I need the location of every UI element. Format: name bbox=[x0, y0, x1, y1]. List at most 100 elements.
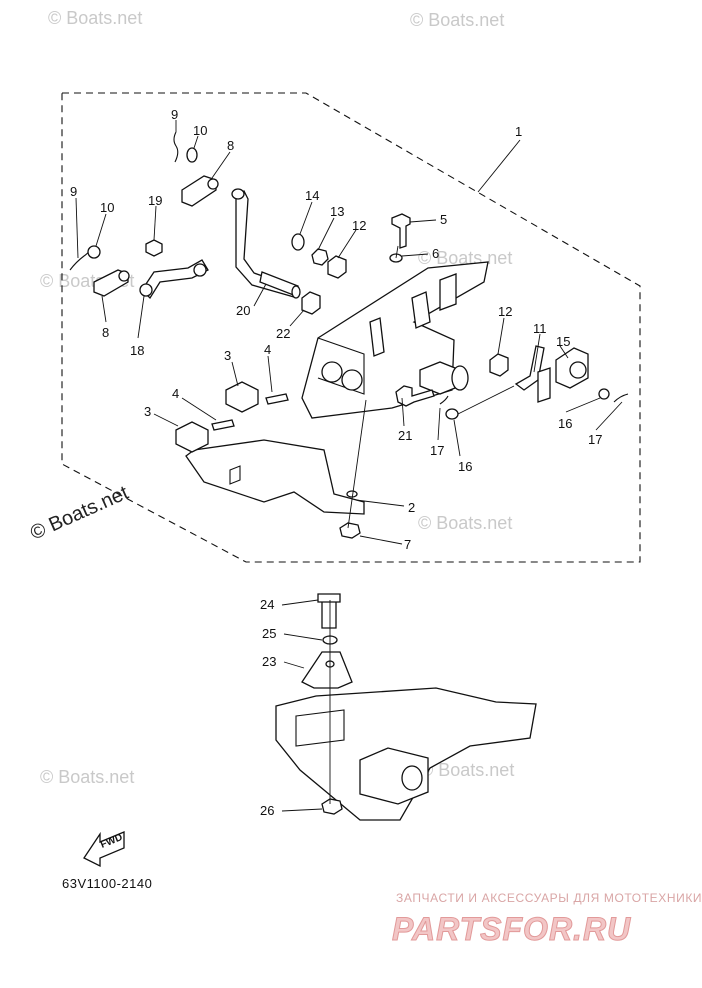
housing-port-1 bbox=[321, 361, 343, 383]
housing-front-face bbox=[317, 337, 365, 395]
diagram-code: 63V1100-2140 bbox=[62, 876, 152, 891]
leader-26 bbox=[281, 808, 323, 812]
callouts: 1 2 3 3 4 4 5 6 7 8 8 9 9 10 10 11 12 bbox=[70, 107, 623, 818]
callout-2: 2 bbox=[408, 500, 415, 515]
leader-4a bbox=[267, 355, 273, 393]
leader-10b bbox=[95, 213, 107, 247]
leader-6 bbox=[401, 253, 429, 257]
callout-16a: 16 bbox=[558, 416, 572, 431]
watermark-bottom-right: © Boats.net bbox=[420, 760, 514, 780]
leader-8b bbox=[101, 295, 107, 323]
pin-4-right bbox=[265, 393, 289, 405]
collar-12-right bbox=[489, 353, 509, 377]
lever-20-eye bbox=[231, 188, 245, 200]
callout-8a: 8 bbox=[227, 138, 234, 153]
leader-9b bbox=[75, 197, 79, 259]
callout-25: 25 bbox=[262, 626, 276, 641]
callout-1: 1 bbox=[515, 124, 522, 139]
watermark-layer: © Boats.net © Boats.net © Boats.net © Bo… bbox=[40, 8, 514, 787]
callout-15: 15 bbox=[556, 334, 570, 349]
lower-bracket-slot bbox=[295, 709, 345, 747]
nut-13 bbox=[311, 248, 329, 266]
housing-cam-hub bbox=[451, 365, 469, 391]
leader-16b bbox=[453, 419, 461, 457]
callout-6: 6 bbox=[432, 246, 439, 261]
callout-7: 7 bbox=[404, 537, 411, 552]
leader-19 bbox=[153, 205, 157, 241]
callout-16b: 16 bbox=[458, 459, 472, 474]
callout-4b: 4 bbox=[172, 386, 179, 401]
watermark-lower-right: © Boats.net bbox=[418, 513, 512, 533]
bushing-22 bbox=[301, 291, 321, 315]
leader-4b bbox=[181, 397, 217, 421]
watermark-mid-right: © Boats.net bbox=[418, 248, 512, 268]
cotter-pin-17-left bbox=[439, 395, 449, 405]
callout-8b: 8 bbox=[102, 325, 109, 340]
joint-8-upper-hole bbox=[207, 178, 219, 190]
linkage-group-right bbox=[439, 345, 629, 420]
housing-port-2 bbox=[341, 369, 363, 391]
callout-13: 13 bbox=[330, 204, 344, 219]
washer-10-lower bbox=[87, 245, 101, 259]
fwd-arrow: FWD bbox=[83, 831, 125, 868]
callout-26: 26 bbox=[260, 803, 274, 818]
leader-18 bbox=[137, 295, 145, 339]
guide-line-nut-7 bbox=[347, 399, 367, 529]
callout-10a: 10 bbox=[193, 123, 207, 138]
callout-12b: 12 bbox=[498, 304, 512, 319]
leader-24 bbox=[281, 599, 319, 606]
leader-1 bbox=[477, 139, 521, 193]
washer-10-upper bbox=[186, 147, 198, 163]
watermark-top-left: © Boats.net bbox=[48, 8, 142, 28]
callout-5: 5 bbox=[440, 212, 447, 227]
linkage-group-upper-left bbox=[69, 131, 347, 315]
bolt-5 bbox=[391, 213, 411, 249]
nut-26 bbox=[321, 798, 343, 815]
callout-10b: 10 bbox=[100, 200, 114, 215]
link-rod-18 bbox=[141, 259, 209, 300]
bracket-group bbox=[175, 381, 365, 515]
callout-9a: 9 bbox=[171, 107, 178, 122]
watermark-top-right: © Boats.net bbox=[410, 10, 504, 30]
fwd-arrow-icon bbox=[83, 831, 125, 868]
plate-23 bbox=[301, 651, 353, 689]
link-rod-18-eye bbox=[193, 263, 207, 277]
callout-20: 20 bbox=[236, 303, 250, 318]
lever-20-shaft-end bbox=[291, 285, 301, 299]
housing-post bbox=[369, 317, 385, 357]
leader-14 bbox=[299, 201, 313, 235]
leader-2 bbox=[355, 499, 405, 507]
bracket-2 bbox=[185, 439, 365, 515]
leader-23 bbox=[283, 661, 305, 669]
copyright-watermark: © Boats.net bbox=[27, 482, 132, 545]
joint-8-lower-hole bbox=[118, 270, 130, 282]
callout-23: 23 bbox=[262, 654, 276, 669]
washer-14 bbox=[291, 233, 305, 251]
leader-12a bbox=[337, 229, 357, 259]
nut-7 bbox=[339, 522, 361, 539]
callout-4a: 4 bbox=[264, 342, 271, 357]
leader-10a bbox=[193, 135, 199, 149]
washer-16-left bbox=[445, 408, 459, 420]
brand-logo: PARTSFOR.RU bbox=[392, 911, 631, 947]
housing-bracket bbox=[439, 273, 457, 311]
callout-11: 11 bbox=[533, 321, 547, 336]
leader-12b bbox=[497, 317, 505, 355]
leader-11 bbox=[533, 333, 541, 373]
housing-boss bbox=[411, 291, 431, 329]
bracket-2-hole bbox=[346, 490, 358, 498]
bracket-2-slot bbox=[229, 465, 241, 485]
callout-12a: 12 bbox=[352, 218, 366, 233]
guide-line-bolt-5 bbox=[395, 245, 399, 259]
leader-25 bbox=[283, 633, 323, 641]
callout-14: 14 bbox=[305, 188, 319, 203]
leader-13 bbox=[317, 217, 335, 251]
callout-3a: 3 bbox=[224, 348, 231, 363]
assembly-boundary bbox=[61, 92, 641, 563]
link-11-arm bbox=[537, 367, 551, 403]
callout-24: 24 bbox=[260, 597, 274, 612]
leader-3b bbox=[153, 413, 179, 427]
callout-21: 21 bbox=[398, 428, 412, 443]
callout-3b: 3 bbox=[144, 404, 151, 419]
